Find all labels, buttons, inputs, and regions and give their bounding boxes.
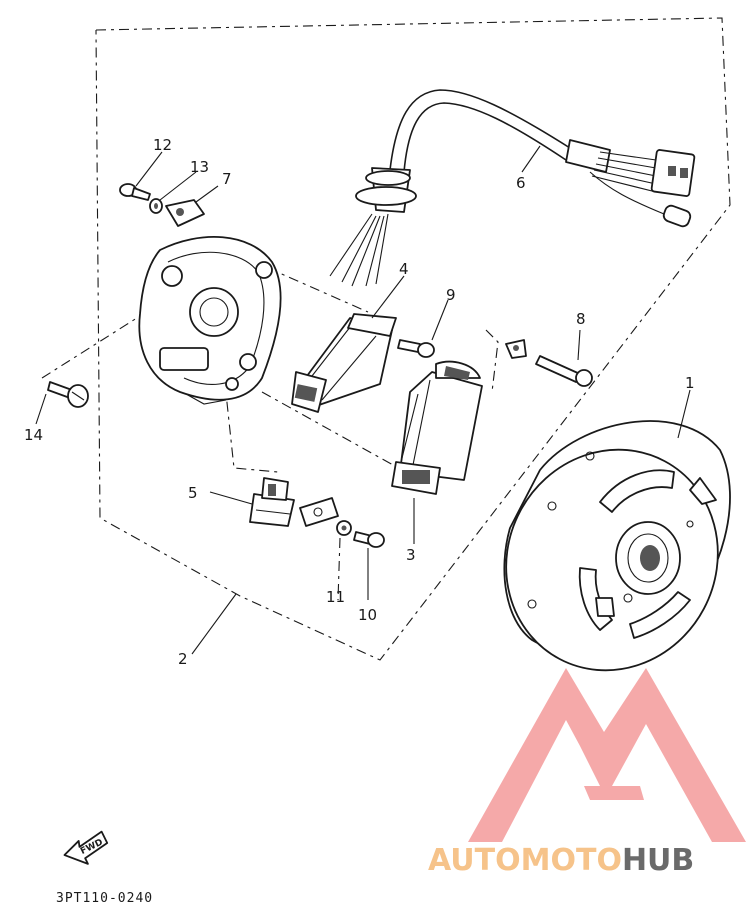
watermark-part-3: HUB: [622, 843, 694, 878]
callout-1: 1: [685, 374, 695, 392]
diagram-code: 3PT110-0240: [56, 891, 153, 906]
callout-5: 5: [188, 484, 198, 502]
assembly-boundary: [95, 17, 731, 661]
wire-harness-part-6: [329, 89, 696, 287]
callout-10: 10: [358, 606, 377, 624]
callout-6: 6: [516, 174, 526, 192]
svg-text:AUTOMOTOHUB: AUTOMOTOHUB: [428, 843, 694, 878]
leader-lines: [35, 145, 691, 655]
flywheel-rotor-part-1: [503, 420, 731, 672]
screw-part-14: [47, 381, 89, 408]
sensor-part-5: [249, 477, 295, 527]
callout-13: 13: [190, 158, 209, 176]
screw-part-12: [119, 183, 151, 201]
stator-plate-part-2: [138, 235, 282, 405]
washer-part-11: [336, 520, 352, 536]
callout-2: 2: [178, 650, 188, 668]
watermark-brand: AUTOMOTOHUB: [428, 843, 694, 878]
watermark-part-2: MOTO: [521, 843, 622, 878]
washer-part-13: [149, 198, 163, 214]
callout-4: 4: [399, 260, 409, 278]
callout-14: 14: [24, 426, 43, 444]
charging-coil-part-3: [391, 360, 483, 495]
callout-7: 7: [222, 170, 232, 188]
fwd-arrow-icon: FWD: [63, 830, 109, 865]
callout-8: 8: [576, 310, 586, 328]
watermark-part-1: AUTO: [428, 843, 521, 878]
watermark-logo-icon: [468, 668, 746, 842]
screw-part-10: [353, 531, 385, 548]
screw-part-9: [397, 339, 435, 358]
dashed-leaders: [41, 267, 499, 601]
callout-3: 3: [406, 546, 416, 564]
callout-labels: 1 2 3 4 5 6 7 8 9 10 11 12 13 14: [24, 136, 695, 668]
callout-11: 11: [326, 588, 345, 606]
callout-9: 9: [446, 286, 456, 304]
clamp-bracket: [165, 199, 339, 527]
callout-12: 12: [153, 136, 172, 154]
bolt-part-8: [505, 339, 593, 387]
pulser-coil-part-4: [291, 313, 397, 413]
